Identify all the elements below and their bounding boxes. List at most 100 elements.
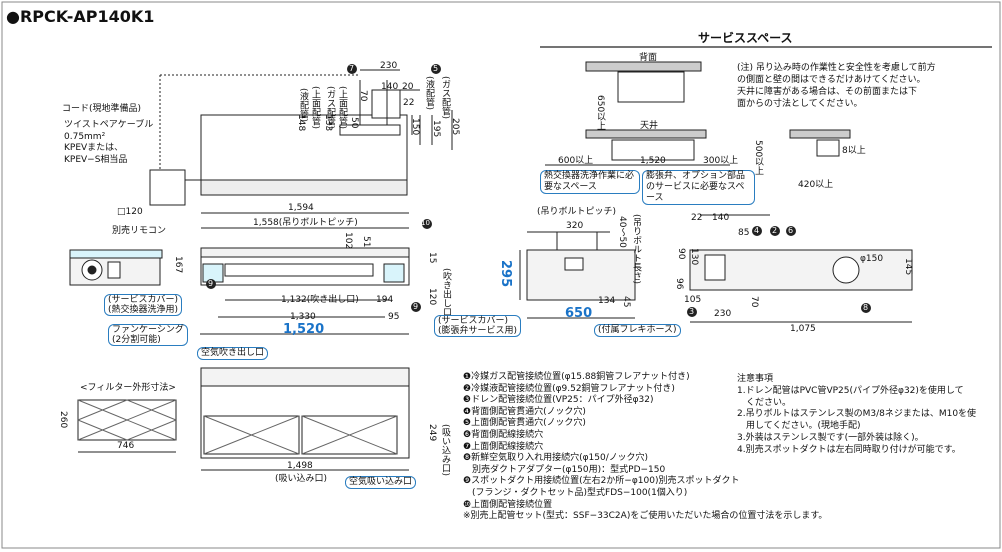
hanger-pitch-label: (吊りボルトピッチ) <box>537 207 617 217</box>
rear-dim-140: 140 <box>712 213 730 223</box>
filter-outline <box>77 399 177 453</box>
side-label-liquid: (液配管) <box>298 88 308 123</box>
dim-50: 50 <box>349 117 359 129</box>
remote-controller <box>149 169 186 206</box>
dim-1558: 1,558(吊りボルトピッチ) <box>253 218 358 228</box>
callout-8: 8 <box>863 303 869 312</box>
dim-22: 22 <box>403 98 415 108</box>
side-view-middle <box>519 231 636 319</box>
rear-dim-145: 145 <box>903 258 913 276</box>
dim-140: 140 <box>381 82 399 92</box>
outlet-dim: 1,132(吹き出し口) <box>281 295 359 305</box>
dim-746: 746 <box>117 441 135 451</box>
side-label-top2: (上面配管) <box>337 86 347 130</box>
plan-view <box>159 69 453 196</box>
dim-1520: 1,520 <box>283 322 325 337</box>
callout-9a: 9 <box>208 279 214 288</box>
callout-5: 5 <box>433 64 439 73</box>
callout-10: 10 <box>421 219 430 227</box>
dim-148: 148 <box>296 114 306 132</box>
dim-8-over: 8以上 <box>842 146 866 156</box>
rear-dim-105: 105 <box>684 295 702 305</box>
dim-167: 167 <box>173 256 183 274</box>
service-box-expansion-valve: 膨張弁、オプション部品のサービスに必要なスペース <box>642 170 755 205</box>
rear-dim-96: 96 <box>674 278 684 290</box>
flex-hose-label: (付属フレキホース) <box>594 324 681 337</box>
dim-420-over: 420以上 <box>798 180 834 190</box>
bottom-view <box>200 367 410 471</box>
dim-600-over: 600以上 <box>558 156 594 166</box>
dim-300-over: 300以上 <box>703 156 739 166</box>
model-title: ●RPCK-AP140K1 <box>6 7 155 26</box>
legend-list: ❶冷媒ガス配管接続位置(φ15.88銅管フレアナット付き)❷冷媒液配管接続位置(… <box>463 372 828 522</box>
service-box-heat-exchanger: 熱交換器洗浄作業に必要なスペース <box>540 170 640 194</box>
side-view-left <box>69 249 163 286</box>
dim-650: 650 <box>565 306 593 321</box>
dim-150: 150 <box>410 118 420 136</box>
front-view <box>200 212 410 335</box>
cord-label: コード(現地準備品) <box>62 104 142 114</box>
outlet-vertical: (吹き出し口) <box>441 268 451 321</box>
rear-dim-1075: 1,075 <box>790 324 816 334</box>
service-space-drawings <box>545 61 851 166</box>
dim-102: 102 <box>343 232 353 250</box>
dim-195: 195 <box>431 120 441 138</box>
inlet-vertical: (吸い込み口) <box>440 424 450 477</box>
dim-205: 205 <box>450 118 460 136</box>
side-label-top1: (上面配管) <box>310 86 320 130</box>
remote-label: 別売リモコン <box>112 226 167 236</box>
callout-7: 7 <box>349 64 355 73</box>
dim-194: 194 <box>376 295 394 305</box>
rear-dim-90: 90 <box>676 248 686 260</box>
dim-260: 260 <box>58 411 68 429</box>
dim-1520-svc: 1,520 <box>640 156 666 166</box>
air-outlet-label: 空気吹き出し口 <box>197 347 269 360</box>
ceiling-label: 天井 <box>640 121 659 131</box>
rear-dim-130: 130 <box>689 248 699 266</box>
dim-133: 133 <box>323 114 333 132</box>
inlet-dim: (吸い込み口) <box>275 474 328 484</box>
dim-1594: 1,594 <box>288 203 314 213</box>
dim-1498: 1,498 <box>287 461 313 471</box>
dim-249: 249 <box>427 424 437 442</box>
dim-120: 120 <box>427 288 437 306</box>
hanger-length-label: (吊りボルト長さ) <box>631 214 641 285</box>
dim-295: 295 <box>498 260 513 288</box>
dim-500-over: 500以上 <box>753 140 763 176</box>
fan-casing-label: ファンケーシング(2分割可能) <box>108 324 188 346</box>
service-space-title: サービススペース <box>698 31 793 45</box>
dim-230: 230 <box>380 61 398 71</box>
remote-size: □120 <box>117 207 143 217</box>
filter-label: <フィルター外形寸法> <box>80 383 176 393</box>
service-cover-valve-label: (サービスカバー)(膨張弁サービス用) <box>434 315 522 337</box>
side-label-gas1: (ガス配管) <box>325 86 335 130</box>
dim-95: 95 <box>388 312 400 322</box>
dim-20: 20 <box>402 82 414 92</box>
callout-3: 3 <box>689 307 695 316</box>
air-inlet-label: 空気吸い込み口 <box>345 476 417 489</box>
service-note: (注) 吊り込み時の作業性と安全性を考慮して前方 の側面と壁の間はできるだけあけ… <box>737 63 936 109</box>
side-label-liquid2: (液配管) <box>424 76 434 111</box>
callout-2: 2 <box>772 226 778 235</box>
back-label: 背面 <box>639 53 658 63</box>
callout-9b: 9 <box>413 302 419 311</box>
rear-dim-85: 85 <box>738 228 750 238</box>
dim-1330: 1,330 <box>290 312 316 322</box>
dim-45: 45 <box>621 296 631 308</box>
dim-320: 320 <box>566 221 584 231</box>
dim-70: 70 <box>358 90 368 102</box>
rear-view <box>689 214 913 323</box>
dim-134: 134 <box>598 296 616 306</box>
dim-15: 15 <box>427 252 437 264</box>
rear-dim-22: 22 <box>691 213 703 223</box>
callout-markers <box>206 64 871 317</box>
rear-dim-70: 70 <box>749 296 759 308</box>
callout-6: 6 <box>788 226 794 235</box>
dim-51: 51 <box>361 236 371 248</box>
callout-4: 4 <box>754 226 760 235</box>
rear-dim-230: 230 <box>714 309 732 319</box>
